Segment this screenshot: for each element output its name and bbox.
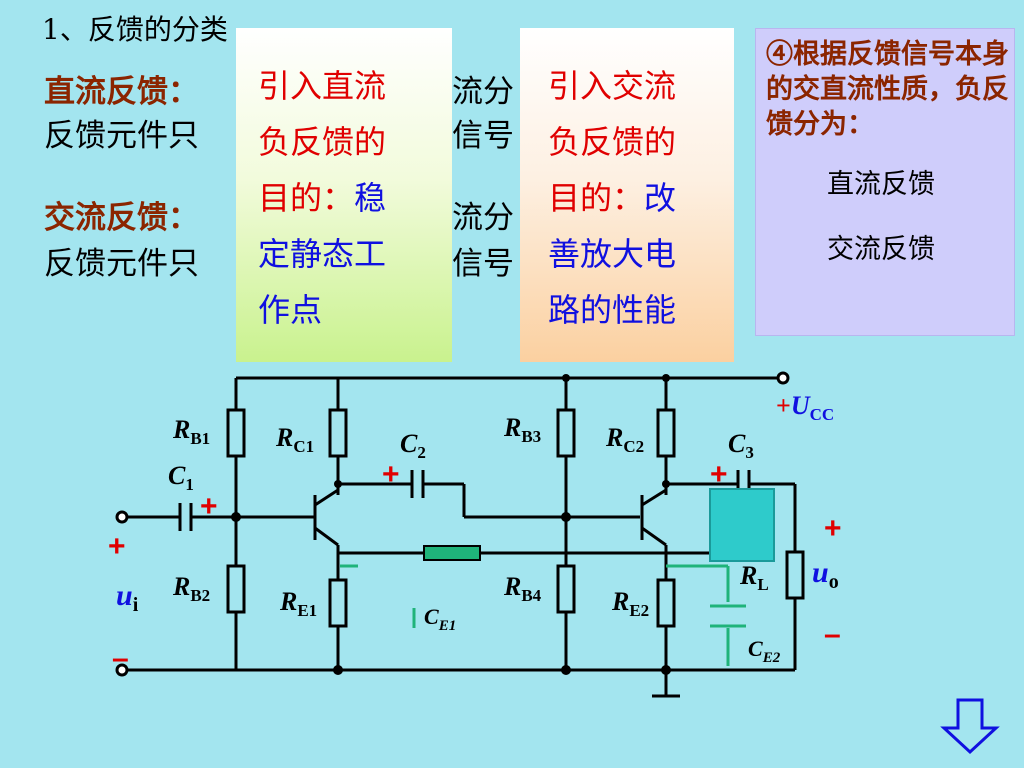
label-rb3: RB3 xyxy=(503,413,541,446)
label-rc2: RC2 xyxy=(605,423,644,456)
label-rb1: RB1 xyxy=(172,415,210,448)
label-ce1: CE1 xyxy=(424,604,456,634)
box-dc-line2: 负反馈的 xyxy=(258,123,387,161)
box-ac-line1: 引入交流 xyxy=(548,67,677,105)
ac-feedback-line2: 反馈元件只 xyxy=(44,246,199,282)
box-ac-line2: 负反馈的 xyxy=(548,123,677,161)
dc-feedback-line2: 反馈元件只 xyxy=(44,118,199,154)
box-dc-line1: 引入直流 xyxy=(258,67,387,105)
sign-c2-plus: + xyxy=(382,458,400,491)
dc-feedback-line1: 直流反馈： xyxy=(44,66,199,111)
label-rc1: RC1 xyxy=(275,423,314,456)
ac-feedback-purpose-box: 引入交流 负反馈的 目的：改 善放大电 路的性能 xyxy=(520,28,734,362)
sign-ui-minus: – xyxy=(112,642,129,675)
ac-feedback-line1: 交流反馈： xyxy=(44,192,199,237)
dc-feedback-purpose-box: 引入直流 负反馈的 目的：稳 定静态工 作点 xyxy=(236,28,452,362)
ac-feedback-line2-tail: 信号 xyxy=(452,246,514,282)
box-dc-line3: 目的：稳 xyxy=(258,179,387,217)
classification-box: ④根据反馈信号本身的交直流性质，负反馈分为： 直流反馈 交流反馈 xyxy=(755,28,1015,336)
load-block xyxy=(709,488,775,562)
classification-ac: 交流反馈 xyxy=(827,234,935,265)
classification-heading: ④根据反馈信号本身的交直流性质，负反馈分为： xyxy=(766,39,1009,140)
label-rl: RL xyxy=(739,561,769,594)
down-arrow-icon[interactable] xyxy=(940,698,1000,755)
box-ac-line3: 目的：改 xyxy=(548,179,677,217)
sign-ui-plus: + xyxy=(108,530,126,563)
box-dc-line4: 定静态工 xyxy=(258,235,387,273)
label-rb2: RB2 xyxy=(172,572,210,605)
dc-feedback-label: 直流反馈： xyxy=(44,74,199,110)
ac-feedback-label: 交流反馈： xyxy=(44,200,199,236)
sign-c1-plus: + xyxy=(200,490,218,523)
sign-c3-plus: + xyxy=(710,458,728,491)
feedback-resistor xyxy=(423,545,481,561)
label-c2: C2 xyxy=(400,429,426,462)
ce2-capacitor xyxy=(666,564,746,666)
label-uo: uo xyxy=(812,556,839,593)
box-dc-line5: 作点 xyxy=(258,291,323,329)
dc-feedback-line2-tail: 信号 xyxy=(452,118,514,154)
label-re1: RE1 xyxy=(279,587,317,620)
ac-feedback-text1: 流分 xyxy=(452,200,514,236)
sign-uo-minus: – xyxy=(824,618,841,651)
box-ac-line5: 路的性能 xyxy=(548,291,677,329)
label-c3: C3 xyxy=(728,429,754,462)
label-re2: RE2 xyxy=(611,587,649,620)
label-ucc: +UCC xyxy=(776,391,834,424)
box-ac-line4: 善放大电 xyxy=(548,235,677,273)
label-rb4: RB4 xyxy=(503,572,542,605)
classification-dc: 直流反馈 xyxy=(827,169,935,200)
label-ce2: CE2 xyxy=(748,636,781,666)
label-ui: ui xyxy=(116,579,139,616)
page-title: 1、反馈的分类 xyxy=(42,13,228,46)
dc-feedback-text1: 流分 xyxy=(452,74,514,110)
sign-uo-plus: + xyxy=(824,512,842,545)
label-c1: C1 xyxy=(168,461,194,494)
